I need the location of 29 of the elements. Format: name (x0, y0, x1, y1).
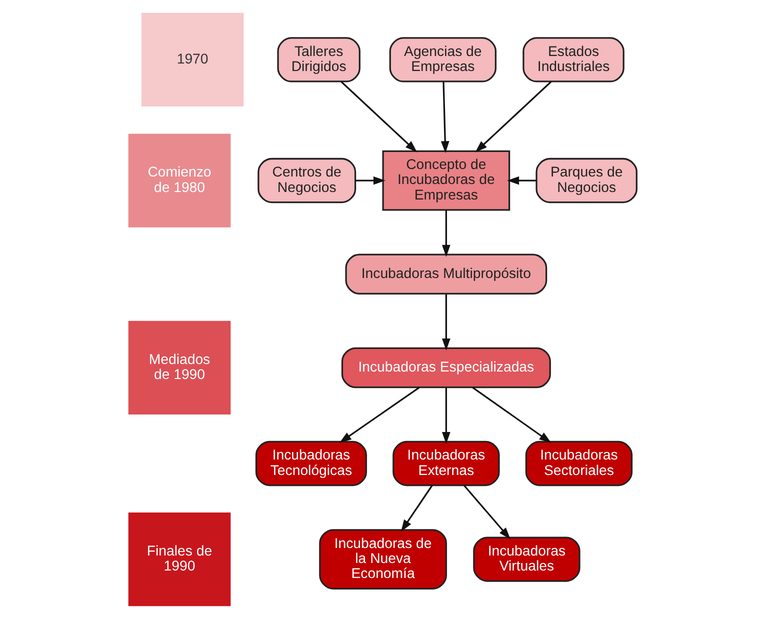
arrow (340, 81, 417, 152)
arrow (440, 82, 449, 154)
arrow (354, 176, 385, 185)
node-box: Incubadoras Virtuales (472, 536, 580, 582)
node-box: Talleres Dirigidos (276, 37, 360, 82)
node-box: Comienzo de 1980 (128, 134, 230, 228)
node-box: Incubadoras de la Nueva Economía (318, 529, 446, 590)
node-box: Incubadoras Externas (392, 440, 500, 486)
node-box: Parques de Negocios (535, 158, 637, 204)
node-box: 1970 (140, 12, 244, 106)
node-box: Mediados de 1990 (128, 320, 230, 415)
node-box: Concepto de Incubadoras de Empresas (382, 150, 510, 211)
arrow (506, 176, 536, 185)
node-box: Incubadoras Sectoriales (524, 440, 632, 486)
arrow (474, 81, 552, 152)
arrow (472, 386, 551, 443)
node-box: Agencias de Empresas (388, 37, 496, 82)
node-box: Finales de 1990 (128, 512, 230, 606)
arrow (462, 484, 510, 540)
arrow (441, 388, 450, 444)
node-box: Estados Industriales (522, 37, 624, 82)
node-box: Incubadoras Multipropósito (344, 254, 547, 295)
arrow (441, 294, 450, 350)
arrow (338, 386, 420, 443)
arrow (400, 484, 432, 532)
node-box: Incubadoras Tecnológicas (254, 440, 366, 486)
node-box: Incubadoras Especializadas (340, 347, 550, 388)
arrow (441, 210, 450, 257)
node-box: Centros de Negocios (257, 158, 356, 204)
